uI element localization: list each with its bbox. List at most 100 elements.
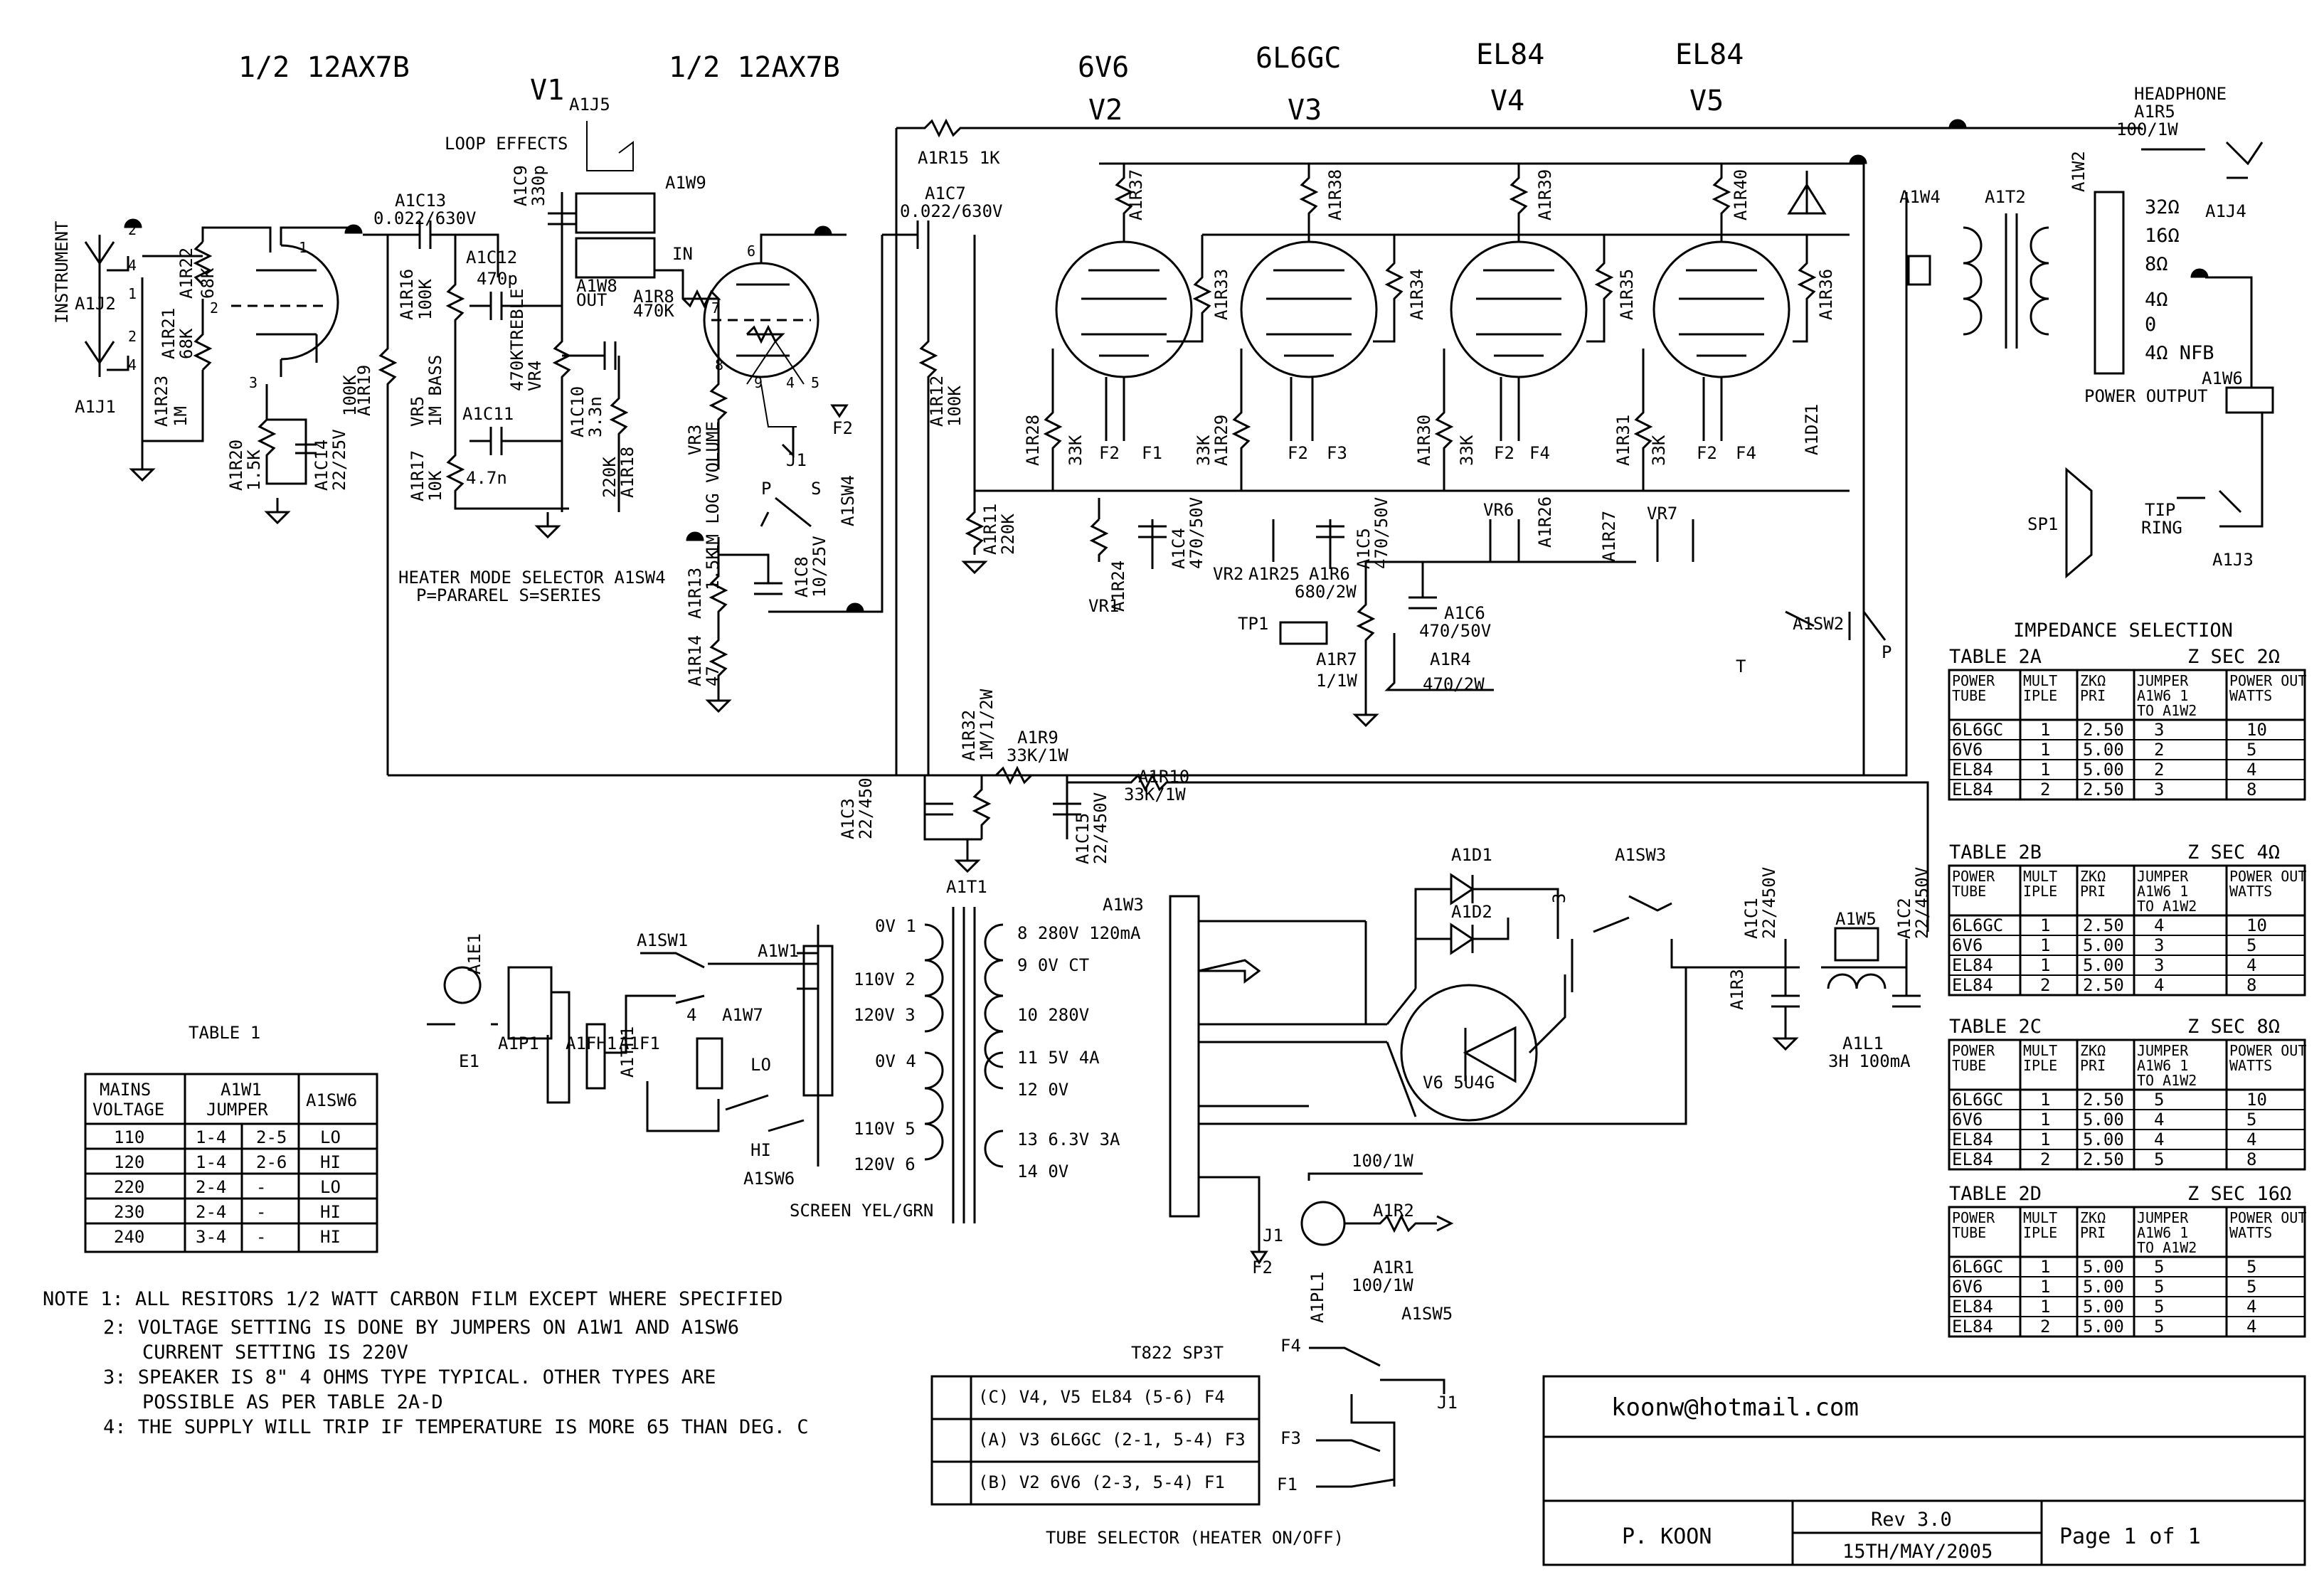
vr1-label: VR1	[1088, 596, 1119, 616]
svg-text:470/50V: 470/50V	[1419, 621, 1491, 641]
tube-selector-table	[930, 1375, 1261, 1506]
svg-text:0V 4: 0V 4	[875, 1051, 916, 1071]
imp-header-cell: JUMPER	[2137, 868, 2189, 885]
a1c1-label: A1C1	[1741, 898, 1761, 939]
jack-a1j2	[84, 241, 129, 272]
imp-cell: 5.00	[2083, 935, 2124, 955]
imp-cell: 10	[2246, 915, 2267, 935]
speaker-sp1	[2065, 467, 2093, 579]
a1r38-label: A1R38	[1325, 169, 1345, 220]
imp-cell: 5.00	[2083, 760, 2124, 780]
svg-text:1M/1/2W: 1M/1/2W	[977, 689, 997, 761]
svg-text:1.5K: 1.5K	[244, 450, 264, 491]
imp-cell: 2.50	[2083, 1149, 2124, 1169]
a1w7-label: A1W7	[722, 1005, 763, 1025]
author-email: koonw@hotmail.com	[1611, 1393, 1859, 1422]
vr3-label: VR3	[685, 425, 705, 455]
a1r30-label: A1R30	[1414, 415, 1434, 466]
imp-cell: 2	[2040, 780, 2050, 799]
svg-text:22/450: 22/450	[856, 777, 876, 839]
svg-text:22/25V: 22/25V	[329, 429, 349, 491]
a1r7-label: A1R7	[1316, 649, 1357, 669]
imp-header-cell: IPLE	[2023, 687, 2057, 704]
table1-cell: 1-4	[196, 1152, 226, 1172]
a1r28-label: A1R28	[1023, 415, 1043, 466]
imp-header-cell: WATTS	[2229, 1057, 2272, 1074]
imp-cell: 5	[2246, 1257, 2256, 1277]
imp-cell: EL84	[1952, 975, 1993, 995]
imp-cell: 6V6	[1952, 1277, 1983, 1297]
imp-header-cell: ZKΩ	[2080, 868, 2106, 885]
a1t2-label: A1T2	[1985, 187, 2026, 207]
imp-cell: 2	[2040, 1149, 2050, 1169]
imp-cell: 4	[2246, 760, 2256, 780]
svg-text:3.3n: 3.3n	[585, 396, 605, 437]
vr6-label: VR6	[1483, 500, 1514, 520]
ground-symbol	[925, 838, 981, 873]
a1r12-label: A1R12	[927, 376, 947, 427]
imp-header-cell: TUBE	[1952, 883, 1986, 900]
svg-text:0.022/630V: 0.022/630V	[900, 201, 1003, 221]
imp-header-cell: POWER	[1952, 1042, 1995, 1059]
svg-text:JUMPER: JUMPER	[206, 1100, 268, 1120]
a1r23-label: A1R23	[152, 376, 171, 427]
sec-11: 11 5V 4A	[1017, 1048, 1100, 1068]
f2-label: F2	[832, 418, 853, 438]
heading-v5-type: EL84	[1675, 38, 1744, 71]
imp-header-cell: POWER OUT	[2229, 1209, 2306, 1226]
vr7-label: VR7	[1647, 504, 1677, 524]
a1c9-label: A1C9	[511, 165, 531, 206]
imp-cell: 10	[2246, 720, 2267, 740]
svg-text:33K: 33K	[1649, 435, 1669, 466]
imp-header-cell: A1W6 1	[2137, 1057, 2188, 1074]
a1c3-label: A1C3	[838, 798, 858, 839]
a1w3-label: A1W3	[1103, 895, 1144, 915]
svg-text:2: 2	[210, 299, 218, 317]
svg-text:10K: 10K	[425, 470, 445, 501]
f1b-label: F1	[1277, 1475, 1298, 1494]
jumper-a1w5	[1834, 927, 1879, 962]
imp-header-cell: TUBE	[1952, 1057, 1986, 1074]
imp-cell: 5	[2154, 1317, 2164, 1337]
imp-cell: EL84	[1952, 760, 1993, 780]
imp-header-cell: PRI	[2080, 1224, 2106, 1241]
imp-header-cell: POWER	[1952, 672, 1995, 689]
j1c-label: J1	[1437, 1393, 1458, 1413]
svg-text:IN: IN	[672, 244, 693, 264]
tube-v1b	[760, 262, 819, 378]
jumper-a1w4	[1907, 255, 1931, 286]
imp-table-zsec: Z SEC 2Ω	[2187, 646, 2280, 668]
diode-a1d2	[1416, 918, 1509, 955]
svg-text:22/450V: 22/450V	[1091, 792, 1110, 864]
tap-32: 32Ω	[2145, 196, 2180, 218]
heading-v1-left: 1/2 12AX7B	[238, 51, 410, 84]
imp-cell: 3	[2154, 780, 2164, 799]
a1r25-label: A1R25	[1248, 564, 1300, 584]
svg-text:P: P	[761, 479, 771, 499]
tp1-label: TP1	[1238, 614, 1268, 634]
v4-heater-f2: F2	[1494, 443, 1514, 463]
imp-cell: 1	[2040, 915, 2050, 935]
note-4: 4: THE SUPPLY WILL TRIP IF TEMPERATURE I…	[103, 1416, 809, 1438]
j1b-label: J1	[1263, 1226, 1283, 1245]
v5-heater-f2: F2	[1697, 443, 1717, 463]
imp-cell: EL84	[1952, 1130, 1993, 1149]
a1r29-label: A1R29	[1211, 415, 1231, 466]
imp-cell: 10	[2246, 1090, 2267, 1110]
t-label: T	[1736, 657, 1746, 676]
headphone-label: HEADPHONE	[2134, 84, 2227, 104]
sp1-label: SP1	[2027, 514, 2058, 534]
imp-cell: 4	[2246, 1317, 2256, 1337]
sec-12: 12 0V	[1017, 1080, 1068, 1100]
heading-v4-label: V4	[1490, 85, 1524, 117]
heading-v2-label: V2	[1088, 94, 1123, 127]
a1r36-label: A1R36	[1816, 269, 1836, 320]
svg-text:OUT: OUT	[576, 290, 607, 310]
a1c15-label: A1C15	[1073, 813, 1093, 864]
pot-vr3	[746, 324, 785, 344]
a1r15-label: A1R15 1K	[918, 148, 1000, 168]
test-point-tp1	[1279, 621, 1328, 645]
imp-cell: 3	[2154, 720, 2164, 740]
sec-14: 14 0V	[1017, 1162, 1068, 1181]
tap-8: 8Ω	[2145, 253, 2168, 275]
